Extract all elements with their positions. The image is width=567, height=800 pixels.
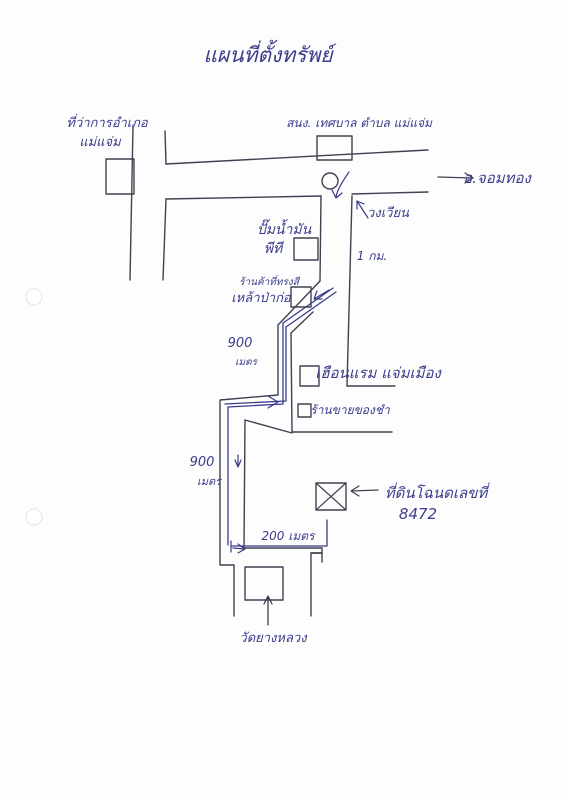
west-road-upper <box>164 130 167 165</box>
distance-900-lower-unit: เมตร <box>197 475 223 488</box>
municipal-office-building <box>316 135 353 161</box>
km-label: 1 กม. <box>357 249 387 263</box>
main-road-south-edge-west <box>165 195 322 200</box>
to-chom-thong-arrowhead <box>464 172 474 184</box>
ns-road-west-edge-lower <box>290 311 393 433</box>
distance-900-upper-unit: เมตร <box>235 357 259 368</box>
property-parcel-cross <box>315 482 347 511</box>
main-road-north-edge <box>165 149 429 165</box>
route-arrow-down-head <box>234 459 242 468</box>
temple-label: วัดยางหลวง <box>239 631 308 646</box>
chom-thong-label[interactable]: อ.จอมทอง <box>463 169 532 187</box>
temple-pointer-arrow <box>263 595 273 626</box>
intersection-shop-building <box>290 286 312 308</box>
to-chom-thong-arrow[interactable] <box>437 176 473 179</box>
grocery-shop-label: ร้านขายของชำ <box>310 403 391 417</box>
route-tick <box>230 540 245 553</box>
property-parcel[interactable] <box>315 482 347 511</box>
south-road-west-edge <box>243 419 293 549</box>
district-office-label-2: แม่แจ่ม <box>79 135 122 150</box>
distance-200-label: 200 เมตร <box>262 529 317 543</box>
traffic-circle-label: วงเวียน <box>367 205 410 221</box>
hotel-building <box>299 365 320 387</box>
traffic-circle <box>321 172 339 190</box>
intersection-label-1: ร้านค้าที่ทรงสี <box>239 274 301 288</box>
diagonal-road-east-edge <box>219 280 321 549</box>
route-arrow-east-lower <box>237 543 246 554</box>
km-pointer-arrow <box>356 200 369 219</box>
main-road-south-edge-east <box>351 191 429 195</box>
property-label[interactable]: ที่ดินโฉนดเลขที่ <box>385 482 491 502</box>
grocery-shop-building <box>297 403 312 418</box>
property-pointer-arrow <box>350 485 379 497</box>
property-deed-number[interactable]: 8472 <box>399 505 437 523</box>
intersection-label-2: เหล้าป่าก่อ <box>231 291 292 306</box>
district-office-building <box>105 158 135 195</box>
route-line-200m <box>231 519 328 547</box>
temple-road-north-edge <box>243 547 323 554</box>
route-arrow-east <box>267 395 279 409</box>
temple-building <box>244 566 284 601</box>
gas-station-label-1: ปั๊มน้ำมัน <box>257 219 312 238</box>
west-road-right-edge <box>162 198 167 281</box>
intersection-arrow <box>313 289 330 300</box>
hotel-label: เฮือนแรม แจ่มเมือง <box>315 364 442 382</box>
route-line-a <box>227 287 334 546</box>
gas-station-label-2: พีที <box>264 241 284 257</box>
route-line-b <box>224 291 337 405</box>
temple-road-east-edge <box>310 552 323 617</box>
binder-hole-top <box>25 288 43 306</box>
ns-road-east-edge <box>346 195 353 387</box>
temple-road-corner <box>310 552 323 563</box>
map-title: แผนที่ตั้งทรัพย์ <box>203 39 336 67</box>
distance-900-lower-value: 900 <box>190 455 215 470</box>
gas-station-building <box>293 237 319 261</box>
distance-900-upper-value: 900 <box>228 336 253 351</box>
binder-hole-bottom <box>25 508 43 526</box>
west-road-left-edge <box>129 126 134 281</box>
circle-pointer-arrow <box>331 171 350 199</box>
temple-road-west-edge <box>219 547 235 617</box>
ns-road-west-edge-upper <box>319 195 322 282</box>
municipal-office-label: สนง. เทศบาล ตำบล แม่แจ่ม <box>286 116 433 130</box>
district-office-label-1: ที่ว่าการอำเภอ <box>66 113 148 131</box>
